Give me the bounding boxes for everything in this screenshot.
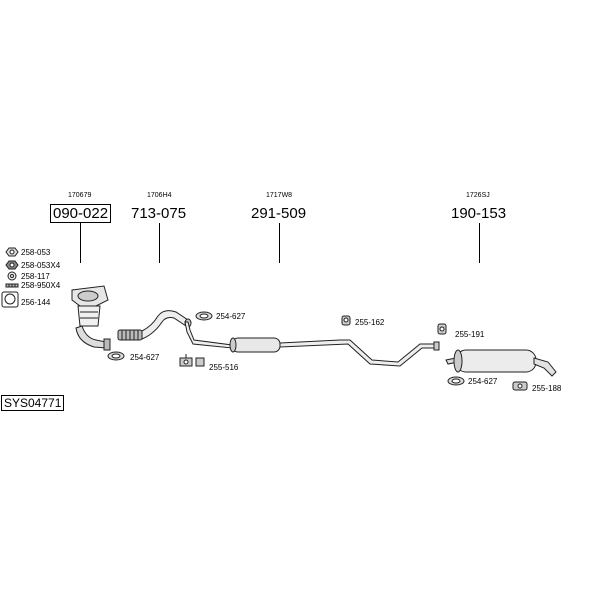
hex-nut-icon (5, 247, 19, 257)
legend-label[interactable]: 258-117 (21, 272, 50, 281)
hanger-191-drawing (437, 323, 447, 335)
ref-label: 1717W8 (266, 192, 293, 199)
ref-label: 1726SJ (466, 192, 490, 199)
fitting-label-hanger-188[interactable]: 255-188 (532, 384, 562, 393)
fitting-label-clamp-rear[interactable]: 254-627 (468, 377, 498, 386)
leader-line (479, 223, 480, 263)
hanger-188-drawing (512, 381, 528, 391)
leader-line (279, 223, 280, 263)
gasket-icon (1, 291, 19, 308)
fitting-label-hanger-162[interactable]: 255-162 (355, 318, 385, 327)
leader-line (80, 223, 81, 263)
fitting-label-clamp-front[interactable]: 254-627 (130, 353, 160, 362)
legend-label[interactable]: 258-053X4 (21, 261, 61, 270)
fitting-label-bracket[interactable]: 255-516 (209, 363, 239, 372)
stud-icon (5, 283, 19, 288)
legend-label[interactable]: 258-053 (21, 248, 51, 257)
fitting-label-clamp-mid[interactable]: 254-627 (216, 312, 246, 321)
fitting-label-hanger-191[interactable]: 255-191 (455, 330, 485, 339)
rear-silencer-drawing (445, 349, 557, 377)
ref-label: 1706H4 (147, 192, 172, 199)
ref-label: 170679 (68, 192, 92, 199)
part-number[interactable]: 291-509 (251, 205, 307, 222)
clamp-rear-drawing (447, 376, 465, 386)
part-number[interactable]: 090-022 (50, 204, 112, 223)
front-pipe-drawing (117, 310, 192, 341)
washer-icon (7, 271, 17, 281)
legend-label[interactable]: 256-144 (21, 298, 51, 307)
part-number[interactable]: 190-153 (451, 205, 507, 222)
part-number[interactable]: 713-075 (131, 205, 187, 222)
legend-label[interactable]: 258-950X4 (21, 281, 61, 290)
catalytic-converter-drawing (71, 285, 111, 351)
hex-nut-icon (5, 260, 19, 270)
bracket-516-drawing (179, 354, 205, 367)
middle-pipe-drawing (184, 321, 440, 367)
system-code: SYS04771 (1, 395, 65, 411)
leader-line (159, 223, 160, 263)
clamp-mid-drawing (195, 311, 213, 321)
clamp-front-drawing (107, 351, 125, 361)
hanger-162-drawing (341, 315, 351, 326)
